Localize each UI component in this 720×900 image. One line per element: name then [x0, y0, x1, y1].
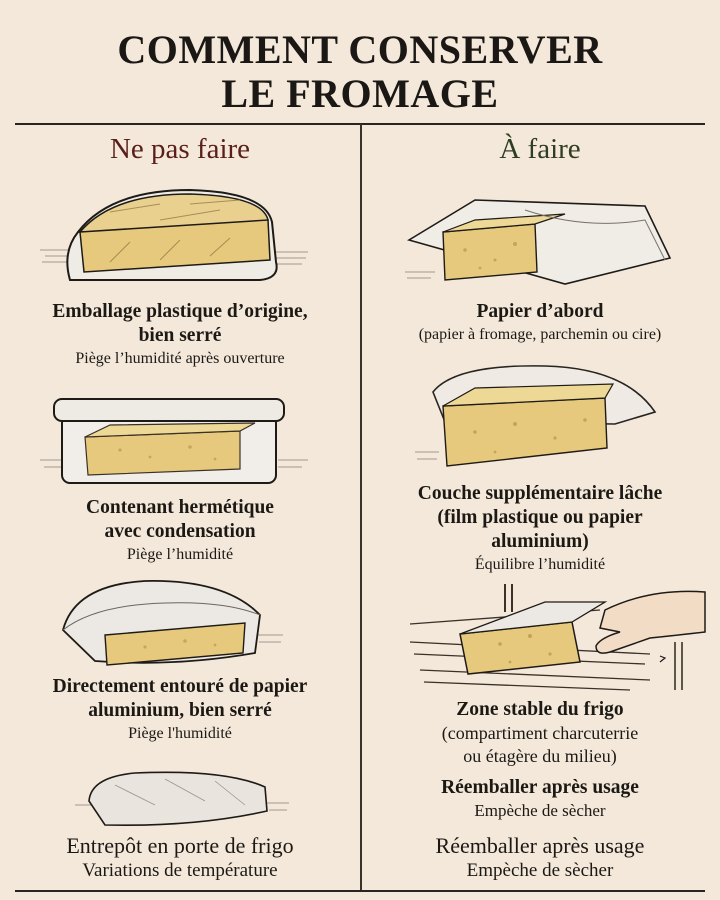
- item-note: Empèche de sècher: [466, 860, 614, 881]
- item-note: Piège l’humidité après ouverture: [75, 350, 285, 367]
- item-note: Équilibre l’humidité: [474, 556, 606, 573]
- item-note: (compartiment charcuterrie: [441, 723, 639, 743]
- dont-column-heading: Ne pas faire: [109, 133, 251, 165]
- item-title: Réemballer après usage: [435, 833, 645, 858]
- fridge-door-cheese-illustration: [75, 765, 290, 830]
- item-title: Emballage plastique d’origine,: [52, 301, 308, 322]
- bottom-rule: [15, 890, 705, 892]
- fridge-shelf-hand-illustration: [400, 582, 710, 692]
- dont-item-fridge-door: Entrepôt en porte de frigo Variations de…: [0, 833, 360, 882]
- do-item-rewrap-after-use-repeat: Réemballer après usage Empèche de sècher: [360, 833, 720, 882]
- title-line-2: LE FROMAGE: [221, 71, 499, 116]
- item-note: Piège l'humidité: [128, 725, 232, 742]
- item-note: ou étagère du milieu): [463, 746, 617, 766]
- column-divider: [360, 124, 362, 891]
- dont-item-foil-wrap: Directement entouré de papier aluminium,…: [0, 675, 360, 744]
- item-title: Contenant hermétique: [86, 497, 274, 518]
- cheese-paper-wrap-illustration: [405, 180, 675, 290]
- item-note: Empèche de sècher: [474, 801, 606, 820]
- cheese-loose-layer-illustration: [415, 362, 665, 477]
- item-note: (papier à fromage, parchemin ou cire): [418, 326, 662, 343]
- title-line-1: COMMENT CONSERVER: [117, 27, 603, 72]
- foil-wrapped-cheese-illustration: [55, 575, 285, 670]
- airtight-container-illustration: [40, 385, 310, 490]
- item-title: aluminium): [491, 531, 589, 552]
- do-item-stable-fridge-zone: Zone stable du frigo (compartiment charc…: [360, 698, 720, 768]
- item-title: Entrepôt en porte de frigo: [66, 833, 294, 858]
- page-title: COMMENT CONSERVER LE FROMAGE: [0, 28, 720, 116]
- item-title: Directement entouré de papier: [52, 676, 308, 697]
- item-title: bien serré: [138, 325, 222, 346]
- item-title: (film plastique ou papier: [437, 507, 643, 528]
- item-title: Couche supplémentaire lâche: [417, 483, 663, 504]
- do-item-paper-first: Papier d’abord (papier à fromage, parche…: [360, 300, 720, 345]
- item-title: Papier d’abord: [476, 301, 604, 322]
- item-title: Zone stable du frigo: [456, 699, 624, 720]
- cheese-plastic-wrap-illustration: [40, 182, 310, 287]
- dont-item-airtight-container: Contenant hermétique avec condensation P…: [0, 496, 360, 565]
- dont-item-plastic-wrap: Emballage plastique d’origine, bien serr…: [0, 300, 360, 369]
- item-title: aluminium, bien serré: [88, 700, 272, 721]
- item-title: Réemballer après usage: [441, 777, 639, 798]
- item-title: avec condensation: [104, 521, 256, 542]
- item-note: Variations de température: [82, 860, 278, 881]
- item-note: Piège l’humidité: [126, 546, 234, 563]
- do-item-loose-layer: Couche supplémentaire lâche (film plasti…: [360, 482, 720, 575]
- do-item-rewrap-after-use: Réemballer après usage Empèche de sècher: [360, 776, 720, 821]
- do-column-heading: À faire: [499, 133, 581, 165]
